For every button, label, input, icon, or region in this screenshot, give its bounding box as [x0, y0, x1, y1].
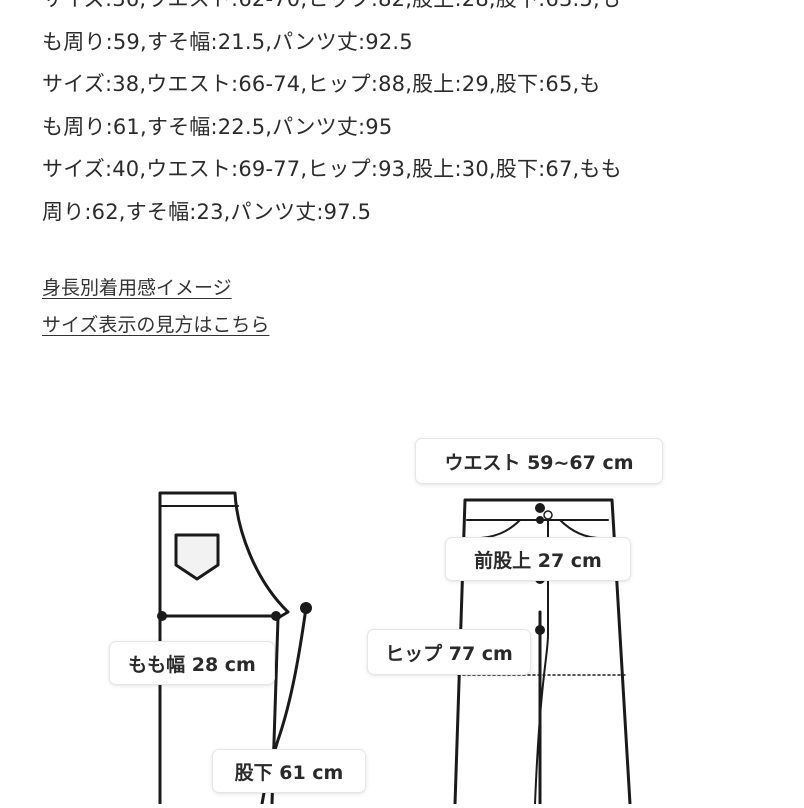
thigh-measure-label: もも幅 28 cm — [110, 642, 274, 684]
pants-measurement-diagram: ウエスト 59~67 cm 前股上 27 cm ヒップ 77 cm もも幅 28… — [0, 380, 804, 808]
size-guide-link[interactable]: サイズ表示の見方はこちら — [42, 314, 270, 336]
thigh-left-dot — [157, 611, 167, 621]
front-left-pocket — [466, 519, 521, 540]
front-button-icon — [543, 510, 553, 520]
waist-measure-label: ウエスト 59~67 cm — [416, 439, 662, 483]
back-pocket — [174, 533, 220, 581]
inseam-top-dot — [300, 602, 312, 614]
spec-line: 周り:62,すそ幅:23,パンツ丈:97.5 — [42, 199, 372, 224]
front-right-pocket — [559, 519, 609, 540]
height-fit-link[interactable]: 身長別着用感イメージ — [42, 277, 232, 299]
spec-line: も周り:61,すそ幅:22.5,パンツ丈:95 — [42, 114, 393, 139]
spec-line: も周り:59,すそ幅:21.5,パンツ丈:92.5 — [42, 29, 413, 54]
side-view-leg — [158, 491, 290, 806]
pants-illustration — [157, 491, 632, 806]
inseam-measure-label: 股下 61 cm — [213, 750, 365, 792]
spec-line: サイズ:40,ウエスト:69-77,ヒップ:93,股上:30,股下:67,もも — [42, 157, 622, 181]
spec-line: サイズ:38,ウエスト:66-74,ヒップ:88,股上:29,股下:65,も — [42, 72, 601, 96]
hip-dot — [535, 625, 545, 635]
size-spec-list: サイズ:36,ウエスト:62-70,ヒップ:82,股上:28,股下:63.5,も… — [42, 0, 782, 233]
thigh-right-dot — [271, 611, 281, 621]
front-rise-measure-label: 前股上 27 cm — [446, 538, 630, 580]
rise-top-dot — [536, 516, 544, 524]
hip-measure-label: ヒップ 77 cm — [368, 630, 530, 674]
waist-button-dot — [535, 503, 545, 513]
link-group: 身長別着用感イメージ サイズ表示の見方はこちら — [42, 270, 269, 344]
spec-line: サイズ:36,ウエスト:62-70,ヒップ:82,股上:28,股下:63.5,も — [42, 0, 782, 21]
